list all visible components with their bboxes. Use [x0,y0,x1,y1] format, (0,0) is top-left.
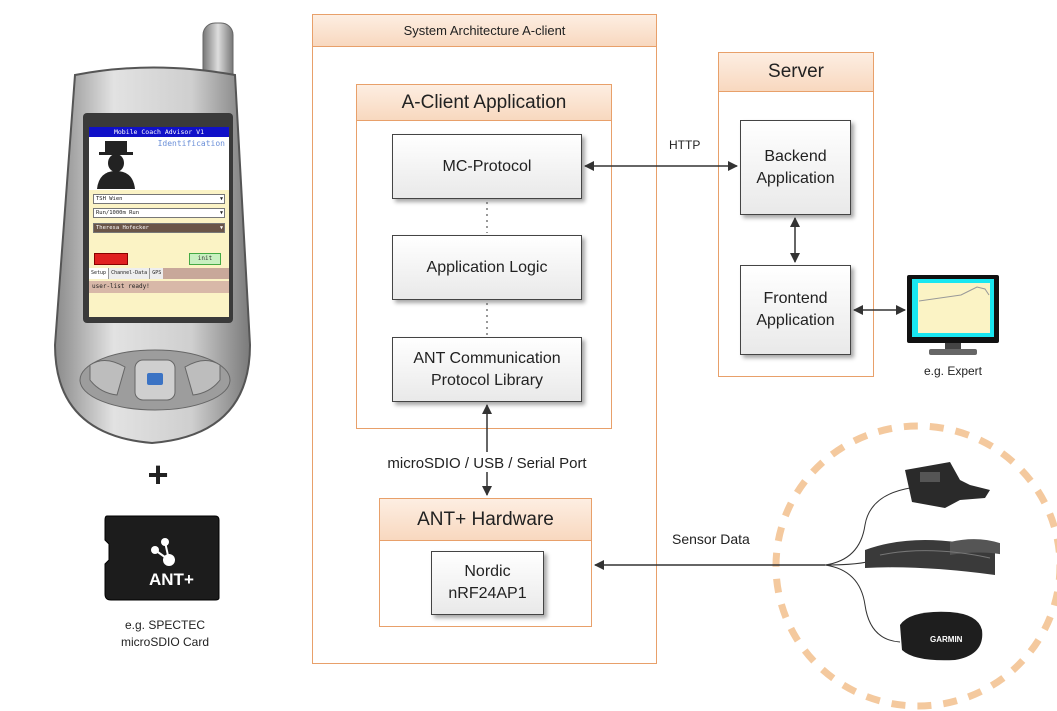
http-label: HTTP [669,138,701,152]
frontend-application-box: Frontend Application [740,265,851,355]
ant-communication-library-box: ANT Communication Protocol Library [392,337,582,402]
application-logic-box: Application Logic [392,235,582,300]
architecture-title: System Architecture A-client [313,15,656,47]
phone-screen: Mobile Coach Advisor V1 Identification T… [89,127,229,317]
sensor-data-label: Sensor Data [672,531,750,547]
monitor-icon [905,273,1001,358]
plus-sign: + [147,454,169,495]
ant-hardware-title: ANT+ Hardware [380,499,591,541]
event-select[interactable]: Run/1000m Run▼ [93,208,225,218]
tab-gps[interactable]: GPS [150,268,164,279]
sd-card-caption: e.g. SPECTEC microSDIO Card [120,618,209,649]
chevron-down-icon: ▼ [219,196,223,202]
screen-subtitle: Identification [157,139,225,148]
ant-sd-card: ANT+ [103,514,221,602]
club-select[interactable]: TSH Wien▼ [93,194,225,204]
tab-channel-data[interactable]: Channel-Data [109,268,151,279]
heart-rate-strap [865,539,1000,575]
screen-title: Mobile Coach Advisor V1 [89,127,229,137]
expert-monitor-graphic [907,275,999,355]
garmin-sensor: GARMIN [900,611,983,661]
backend-application-box: Backend Application [740,120,851,215]
status-bar: user-list ready! [89,281,229,293]
nordic-chip-box: Nordic nRF24AP1 [431,551,544,615]
sensor-devices: GARMIN [824,462,1000,661]
expert-caption: e.g. Expert [923,364,983,378]
close-button[interactable]: close [94,253,128,265]
chevron-down-icon: ▼ [219,210,223,216]
foot-pod-sensor [905,462,990,508]
sd-card-graphic [104,515,220,601]
bus-label: microSDIO / USB / Serial Port [387,455,587,472]
sensor-ring [772,422,1057,710]
garmin-brand: GARMIN [930,635,963,644]
a-client-application-title: A-Client Application [357,85,611,121]
athlete-select[interactable]: Theresa Hofecker▼ [93,223,225,233]
server-title: Server [719,53,873,92]
init-button[interactable]: init [189,253,221,265]
ant-logo-text: ANT+ [149,570,194,589]
avatar [97,141,135,189]
chevron-down-icon: ▼ [219,225,223,231]
mc-protocol-box: MC-Protocol [392,134,582,199]
tab-setup[interactable]: Setup [89,268,110,279]
